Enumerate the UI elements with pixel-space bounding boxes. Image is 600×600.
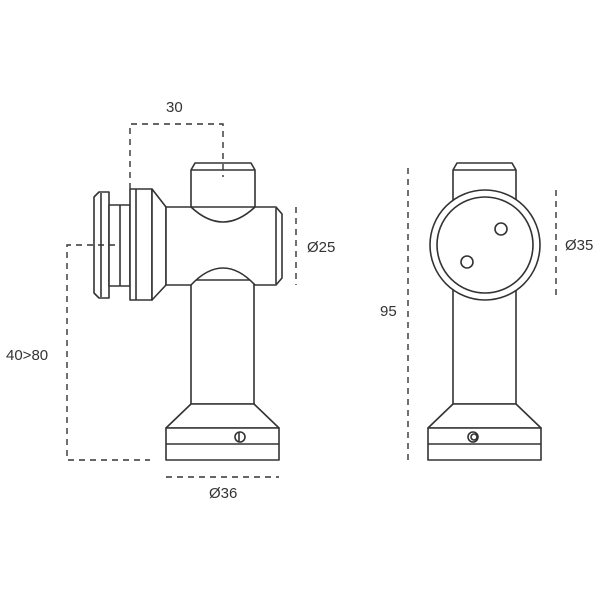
- dimension-label: Ø25: [307, 239, 335, 256]
- lower-stem: [190, 279, 255, 405]
- dimension-base-diameter: Ø36: [166, 476, 279, 502]
- dimension-30: 30: [129, 99, 224, 189]
- dimension-label: 95: [380, 303, 397, 320]
- front-view: [427, 162, 542, 461]
- dimension-height: 95: [380, 168, 409, 460]
- dimension-clamp-diameter: Ø35: [555, 190, 593, 300]
- bolt-hole-icon: [494, 222, 508, 236]
- set-screw-icon: [467, 431, 479, 443]
- front-base-cone: [427, 403, 542, 429]
- dimension-label: Ø35: [565, 237, 593, 254]
- clamp-cone: [151, 188, 167, 301]
- dimension-label: Ø36: [209, 485, 237, 502]
- cross-body: [165, 206, 283, 286]
- bolt-hole-icon: [460, 255, 474, 269]
- side-view: [93, 162, 283, 461]
- clamp-disc: [129, 188, 153, 301]
- set-screw-icon: [234, 431, 246, 443]
- dimension-label: 40>80: [6, 347, 48, 364]
- base-cone: [165, 403, 280, 429]
- clamp-disc-inner: [436, 196, 534, 294]
- dimension-glass-range: 40>80: [6, 244, 150, 461]
- dimension-label: 30: [166, 99, 183, 116]
- clamp-disc-outer: [429, 189, 541, 301]
- dimension-tube-diameter: Ø25: [295, 207, 335, 285]
- set-screw-head: [470, 433, 478, 441]
